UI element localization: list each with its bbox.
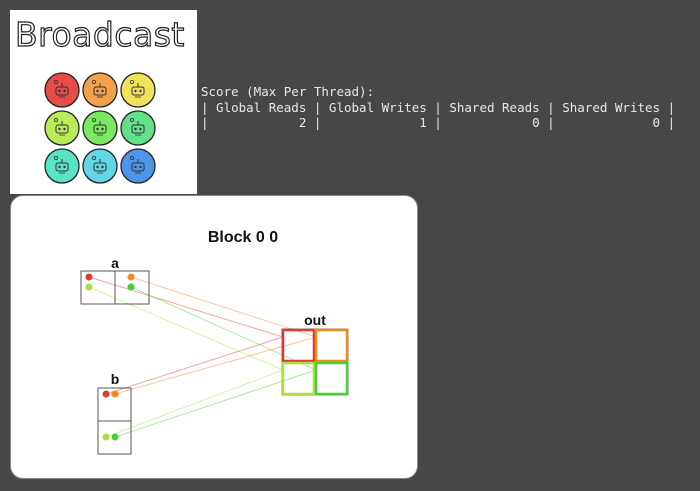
thread-read-dot: [85, 283, 93, 291]
puzzle-title-card: Broadcast: [10, 10, 197, 194]
thread-read-dot: [85, 273, 93, 281]
access-line: [114, 369, 317, 438]
thread-robot-icon: [120, 110, 156, 146]
tensors: [80, 270, 349, 455]
thread-read-dot: [111, 433, 119, 441]
thread-robot-icon: [44, 72, 80, 108]
block-diagram: Block 0 0 a b out: [80, 229, 349, 455]
b-label: b: [111, 371, 120, 387]
thread-robot-icon: [82, 148, 118, 184]
thread-robot-icon: [82, 72, 118, 108]
block-title: Block 0 0: [208, 229, 278, 246]
tensor-b-cell: [97, 420, 132, 455]
a-label: a: [111, 255, 119, 271]
access-line: [105, 336, 284, 395]
access-line: [105, 369, 284, 438]
block-panel: Block 0 0 a b out: [10, 195, 418, 479]
tensor-a-cell: [114, 270, 150, 305]
thread-robot-icon: [82, 110, 118, 146]
thread-read-dot: [102, 390, 110, 398]
access-line: [88, 286, 284, 371]
access-line: [130, 286, 317, 371]
tensor-out-cell: [281, 328, 316, 363]
thread-robot-icon: [44, 110, 80, 146]
thread-robot-icon: [120, 72, 156, 108]
tensor-out-cell: [281, 361, 316, 396]
thread-read-dot: [111, 390, 119, 398]
access-line: [88, 276, 284, 338]
tensor-out-cell: [314, 328, 349, 363]
score-table: Score (Max Per Thread): | Global Reads |…: [201, 84, 676, 130]
thread-read-dot: [127, 283, 135, 291]
thread-robot-grid: [44, 72, 156, 184]
out-label: out: [304, 312, 326, 328]
thread-robot-icon: [120, 148, 156, 184]
tensor-out-cell: [314, 361, 349, 396]
puzzle-title: Broadcast: [14, 15, 185, 54]
access-line: [130, 276, 317, 338]
access-line: [114, 336, 317, 395]
thread-read-dot: [102, 433, 110, 441]
thread-robot-icon: [44, 148, 80, 184]
thread-read-dot: [127, 273, 135, 281]
access-lines: [88, 276, 317, 438]
